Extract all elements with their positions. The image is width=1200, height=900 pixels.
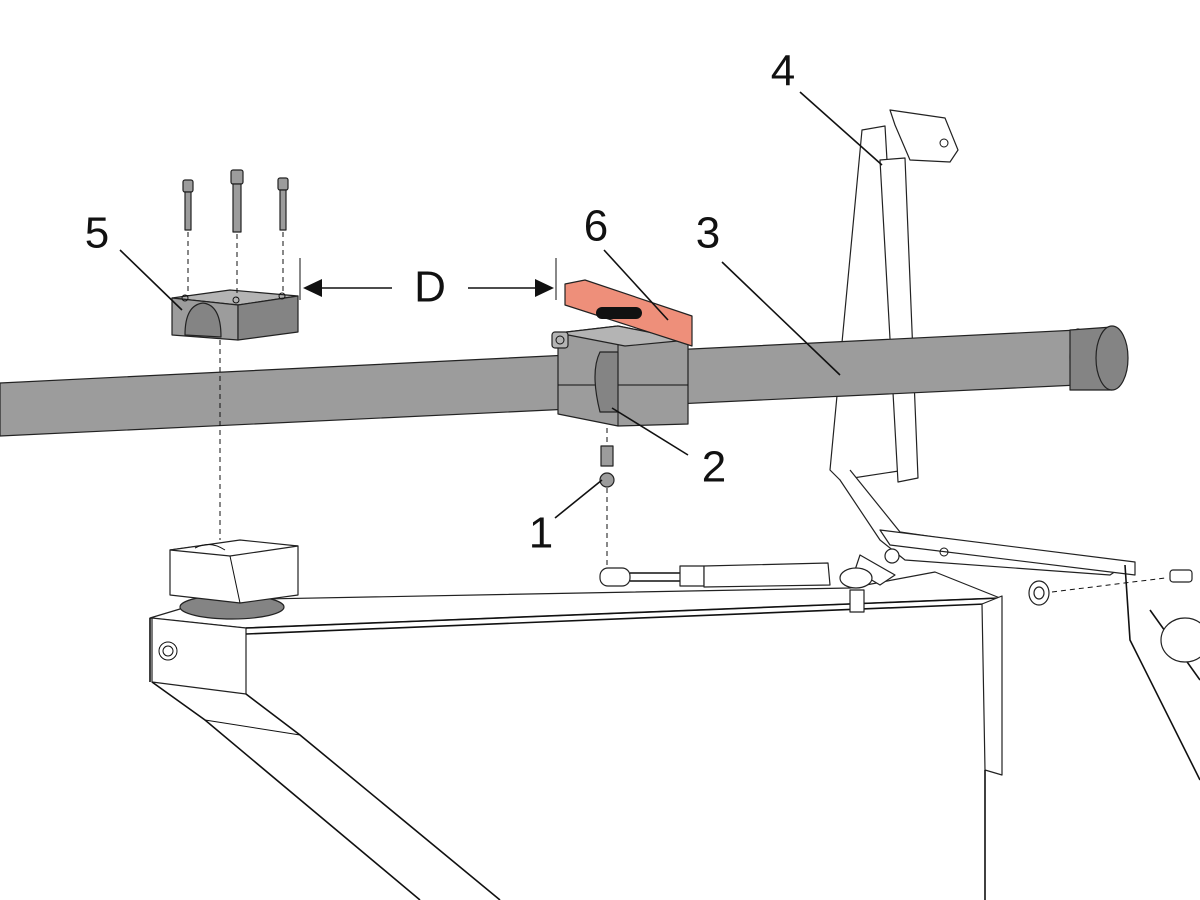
set-screw (599, 428, 615, 568)
lower-clamp-base (169, 539, 299, 620)
shaft-clamp (551, 325, 689, 427)
bracket (829, 109, 1200, 781)
callout-5: 5 (85, 209, 109, 258)
callout-6: 6 (584, 202, 608, 251)
callout-1: 1 (529, 509, 553, 558)
upper-clamp-cap (171, 289, 299, 341)
cap-screws (182, 169, 289, 298)
dimension-label: D (414, 263, 446, 312)
wedge-key (564, 279, 693, 347)
nut-and-bolt (1028, 569, 1193, 606)
linkage-rod (599, 562, 873, 613)
callout-2: 2 (702, 443, 726, 492)
machine-frame (149, 571, 1003, 900)
shaft (0, 325, 1129, 437)
callout-4: 4 (771, 47, 795, 96)
dimension-d: D (299, 258, 557, 312)
callout-3: 3 (696, 209, 720, 258)
leader-lines (119, 91, 883, 519)
